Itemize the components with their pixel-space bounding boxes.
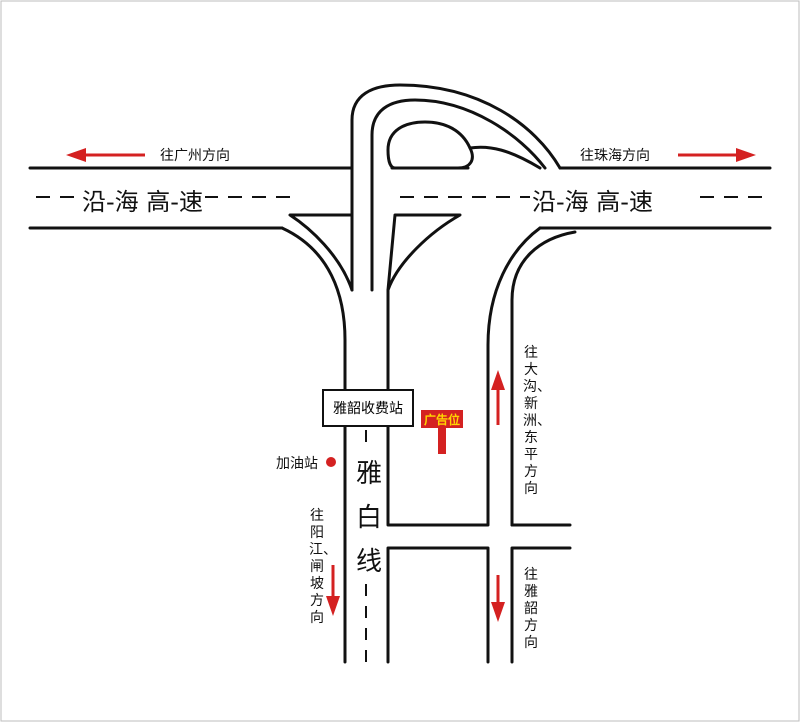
label-to-zhuhai: 往珠海方向 [580, 148, 650, 164]
road-name-label: 雅白线 [354, 452, 384, 584]
teardrop-loop [386, 120, 474, 170]
arrow-to-dagou [491, 370, 505, 425]
gas-station-icon [326, 457, 336, 467]
label-to-yashao: 往雅韶方向 [524, 567, 538, 651]
teardrop-merge [468, 145, 542, 170]
trunk-left-edge [350, 83, 562, 292]
label-to-guangzhou: 往广州方向 [160, 148, 230, 164]
ramp-left-triangle [288, 213, 354, 292]
label-highway-left: 沿-海 高-速 [80, 182, 205, 217]
lower-left-edge [386, 546, 490, 664]
label-to-yangjiang: 往阳江、闸坡方向 [309, 508, 337, 626]
arrow-to-yashao [491, 575, 505, 622]
ramp-right-triangle [386, 213, 462, 292]
ramp-left-outer [280, 226, 347, 664]
ad-spot-post [438, 428, 446, 454]
ad-spot-sign: 广告位 [421, 410, 463, 428]
label-highway-right: 沿-海 高-速 [530, 182, 655, 217]
arrow-to-yangjiang [326, 565, 340, 616]
arrow-to-zhuhai [678, 148, 756, 162]
trunk-right-lower [386, 226, 542, 527]
toll-station-box: 雅韶收费站 [322, 389, 414, 427]
right-road-left-edge [510, 230, 577, 527]
arrow-to-guangzhou [66, 148, 145, 162]
ad-spot-label: 广告位 [423, 412, 460, 427]
toll-station-label: 雅韶收费站 [333, 401, 403, 417]
lower-right-edge [510, 546, 572, 664]
label-to-dagou: 往大沟、新洲、东平方向 [523, 345, 551, 497]
trunk-inner-loop [370, 98, 547, 292]
gas-station-label: 加油站 [276, 456, 318, 472]
